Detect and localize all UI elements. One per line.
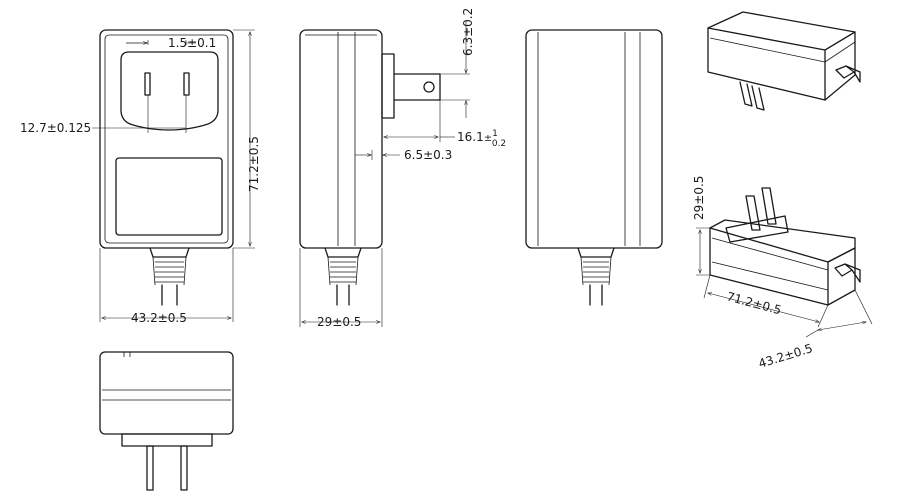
iso-height-label: 29±0.5 [692, 176, 706, 220]
top-seams [102, 352, 231, 401]
iso-bottom-cable-boot [834, 263, 861, 283]
depth-ext [299, 248, 383, 327]
label-area [115, 157, 223, 236]
back-view [525, 29, 663, 306]
pin-spacing-label: 12.7±0.125 [20, 121, 91, 135]
iso-bottom-front-face [709, 227, 829, 306]
width-ext [99, 248, 234, 322]
plug-base [381, 53, 395, 119]
height-ext [233, 29, 255, 249]
top-pin-left [146, 445, 154, 491]
side-seams [305, 32, 377, 246]
cable [161, 284, 178, 306]
pin-offset-label: 6.5±0.3 [404, 148, 452, 162]
pin-offset-ext [371, 150, 383, 160]
iso-length-label: 71.2±0.5 [725, 289, 783, 317]
cable-strain-relief [152, 256, 187, 286]
plug-pin [393, 73, 441, 101]
iso-view-bottom: 29±0.5 71.2±0.5 43.2±0.5 [692, 176, 873, 371]
iso-top-seam [709, 37, 856, 63]
iso-bottom-top-face [709, 219, 856, 263]
iso-bottom-right-face [827, 247, 856, 306]
iso-length-dim-line [708, 293, 819, 322]
front-body-outline [99, 29, 234, 249]
pin-width-label: 1.5±0.1 [168, 36, 216, 50]
top-view [99, 351, 234, 491]
cable-boot-top [149, 247, 190, 258]
side-strain-relief [327, 256, 359, 286]
iso-top-face [707, 11, 856, 51]
iso-bottom-pins [745, 187, 777, 231]
back-cable-boot [577, 247, 615, 258]
pin-thickness-label: 6.3±0.2 [461, 8, 475, 56]
iso-view-top [707, 11, 861, 111]
side-body-outline [299, 29, 383, 249]
back-body-outline [525, 29, 663, 249]
back-cable [589, 284, 603, 306]
back-seams [537, 32, 641, 246]
iso-front-face [707, 27, 826, 101]
pin-width-ext [126, 40, 196, 45]
pin-slot-right [183, 72, 190, 96]
top-body-outline [99, 351, 234, 435]
iso-width-ext [854, 289, 873, 325]
back-strain-relief [580, 256, 612, 286]
pin-spacing-ext [147, 95, 187, 133]
width-front-label: 43.2±0.5 [131, 311, 187, 325]
depth-side-label: 29±0.5 [317, 315, 361, 329]
iso-top-pins [739, 81, 765, 111]
iso-width-label: 43.2±0.5 [757, 341, 815, 371]
pin-thickness-ext [440, 73, 470, 101]
pin-slot-left [144, 72, 151, 96]
iso-width-dim-line [818, 322, 866, 330]
pin-hole [423, 81, 435, 93]
side-cable-boot [324, 247, 362, 258]
iso-height-ext [696, 227, 710, 276]
side-cable [336, 284, 350, 306]
top-plug-base [121, 433, 213, 447]
pin-length-ext [381, 100, 441, 142]
height-label: 71.2±0.5 [247, 136, 261, 192]
iso-bottom-plug-base [725, 215, 789, 243]
top-pin-right [180, 445, 188, 491]
iso-width-leader [805, 329, 819, 338]
front-body-inner [104, 34, 229, 244]
iso-bottom-seams [711, 237, 829, 291]
iso-top-cable-boot [835, 65, 861, 83]
iso-right-face [824, 31, 856, 101]
socket-outline [120, 51, 219, 131]
front-view: 1.5±0.1 12.7±0.125 71.2±0.5 43.2±0.5 [20, 29, 261, 325]
